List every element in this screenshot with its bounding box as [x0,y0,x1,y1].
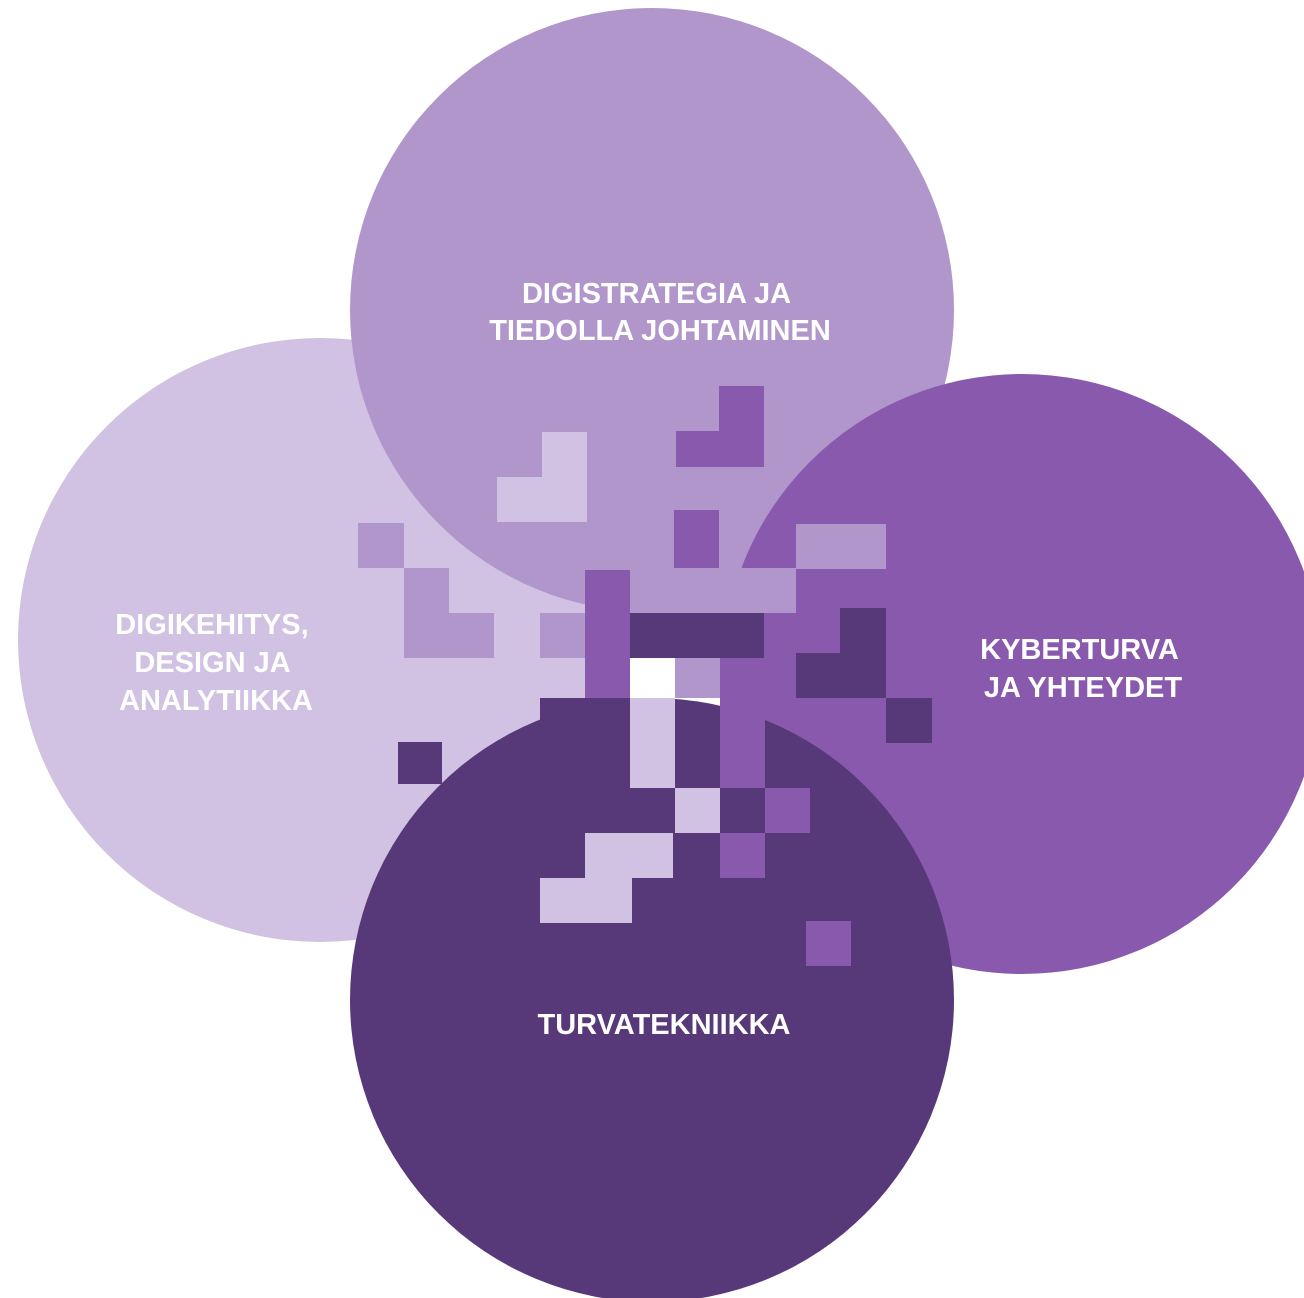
pixel-square [542,432,587,477]
pixel-square [806,921,851,966]
pixel-square [796,524,886,569]
pixel-square [719,386,764,431]
pixel-square [495,745,540,788]
label-digikehitys: DIGIKEHITYS, DESIGN JA ANALYTIIKKA [115,609,316,717]
pixel-square [630,613,764,658]
pixel-square [630,698,675,788]
label-line: JA YHTEYDET [984,672,1182,704]
pixel-square [497,477,587,522]
pixel-square [720,788,765,833]
pixel-square [675,658,720,698]
pixel-square [675,728,720,788]
label-line: KYBERTURVA [980,634,1179,666]
label-line: TURVATEKNIIKKA [538,1009,791,1041]
pixel-square [720,833,765,878]
pixel-square [676,431,764,467]
pixel-square [358,523,404,568]
pixel-square [630,568,796,613]
pixel-square [540,698,630,743]
label-line: DESIGN JA [134,647,290,679]
label-digistrategia: DIGISTRATEGIA JA TIEDOLLA JOHTAMINEN [489,278,831,347]
label-line: DIGIKEHITYS, [115,609,308,641]
pixel-square [398,742,442,784]
label-kyberturva: KYBERTURVA JA YHTEYDET [980,634,1186,704]
pixel-square [886,698,932,743]
pixel-square [585,570,630,698]
pixel-mosaic [358,386,932,966]
pixel-square [675,788,720,833]
pixel-square [585,833,673,878]
pixel-square [540,878,632,923]
pixel-square [796,653,886,698]
pixel-square [840,608,886,653]
label-line: TIEDOLLA JOHTAMINEN [489,315,831,347]
pixel-square [674,510,719,568]
label-turvatekniikka: TURVATEKNIIKKA [538,1009,791,1041]
pixel-square [765,788,810,833]
pixel-square [404,613,494,658]
label-line: ANALYTIIKKA [119,685,313,717]
pixel-square [540,613,585,658]
circle-turvatekniikka [350,698,954,1298]
pixel-square [404,568,449,613]
circle-digistrategia [350,8,954,612]
label-line: DIGISTRATEGIA JA [522,278,791,310]
pixel-square [449,792,495,882]
